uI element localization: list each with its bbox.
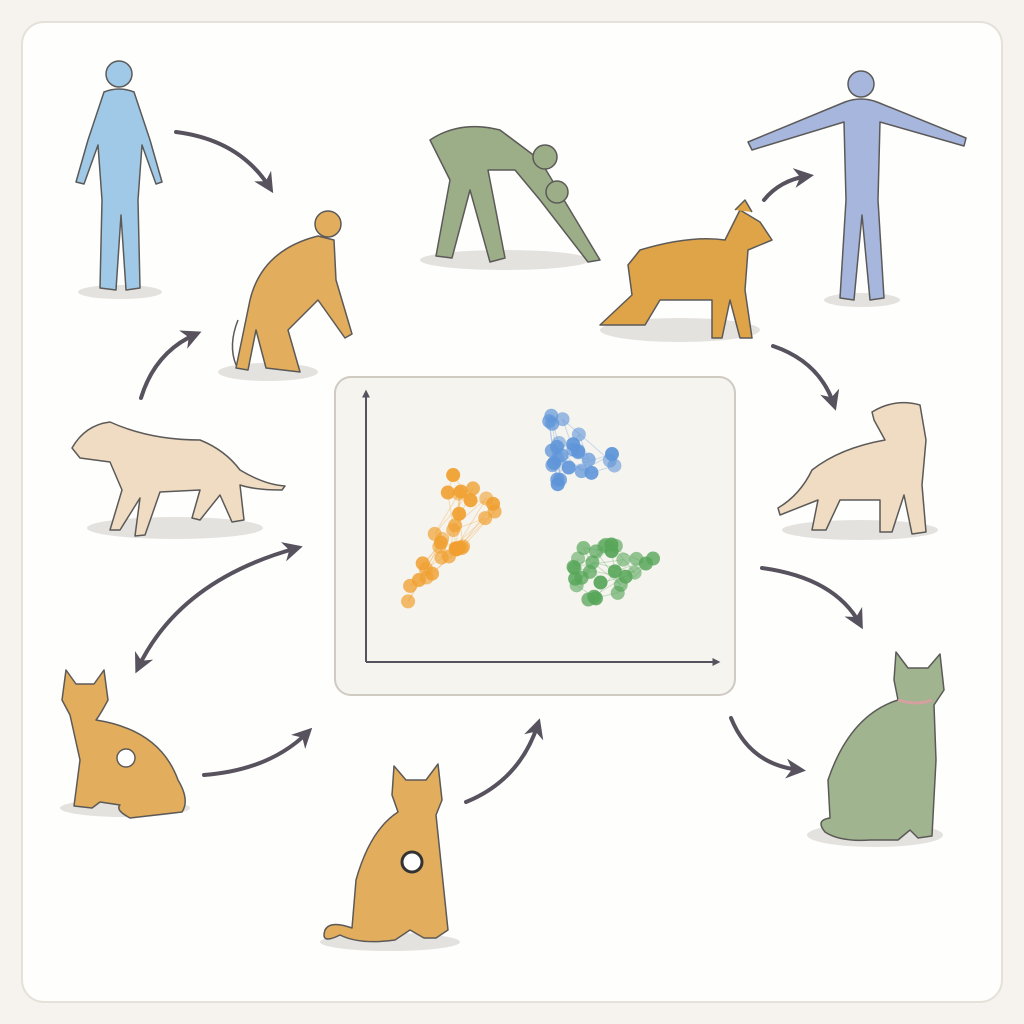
- cluster-point: [646, 551, 661, 566]
- arrow-icon: [139, 330, 202, 400]
- cream-dog-left-figure: [71, 421, 286, 539]
- cluster-point: [411, 573, 426, 588]
- cat-green-figure: [807, 651, 945, 847]
- cluster-point: [479, 491, 494, 506]
- cluster-point: [448, 541, 463, 556]
- cluster-point: [604, 447, 619, 462]
- cluster-point: [452, 506, 467, 521]
- cluster-point: [593, 575, 608, 590]
- cluster-point: [604, 544, 619, 559]
- cluster-point: [585, 555, 600, 570]
- cluster-point: [607, 564, 622, 579]
- primate-quadruped-figure: [218, 210, 353, 381]
- cluster-point: [610, 585, 625, 600]
- cluster-point: [581, 452, 596, 467]
- human-t-pose-figure: [747, 70, 967, 307]
- cluster-point: [478, 511, 493, 526]
- blue-cluster: [542, 408, 622, 492]
- cluster-point: [561, 460, 576, 475]
- orange-cluster: [401, 468, 502, 609]
- arrow-icon: [464, 718, 544, 804]
- green-cluster: [566, 537, 661, 607]
- cluster-point: [446, 468, 461, 483]
- human-standing-figure: [75, 60, 163, 299]
- cluster-point: [549, 439, 564, 454]
- cluster-point: [451, 486, 466, 501]
- cluster-link: [562, 418, 611, 461]
- cluster-point: [574, 464, 589, 479]
- cluster-point: [465, 481, 480, 496]
- cluster-point: [401, 594, 416, 609]
- cluster-point: [567, 561, 582, 576]
- cluster-link: [434, 493, 460, 535]
- cluster-point: [581, 592, 596, 607]
- cluster-point: [434, 550, 449, 565]
- human-bending-figure: [420, 125, 601, 270]
- cluster-point: [569, 578, 584, 593]
- cluster-point: [463, 493, 478, 508]
- arrow-icon: [762, 168, 814, 202]
- dog-stretching-figure: [599, 199, 773, 342]
- cream-dog-right-figure: [777, 401, 938, 540]
- cluster-point: [550, 472, 565, 487]
- cluster-point: [545, 458, 560, 473]
- cluster-point: [571, 444, 586, 459]
- cluster-point: [618, 569, 633, 584]
- double-arrow-icon: [135, 542, 303, 674]
- cluster-point: [542, 414, 557, 429]
- cluster-point: [427, 526, 442, 541]
- arrow-icon: [202, 727, 313, 777]
- arrow-icon: [760, 566, 863, 630]
- cluster-point: [616, 552, 631, 567]
- arrow-icon: [771, 344, 840, 411]
- cluster-point: [576, 541, 591, 556]
- arrow-icon: [729, 716, 806, 779]
- embedding-panel: [334, 376, 736, 696]
- cluster-point: [448, 518, 463, 533]
- cat-left-figure: [60, 669, 190, 819]
- arrow-icon: [174, 130, 274, 194]
- cluster-point: [425, 566, 440, 581]
- cat-bottom-figure: [320, 763, 460, 951]
- cluster-point: [440, 485, 455, 500]
